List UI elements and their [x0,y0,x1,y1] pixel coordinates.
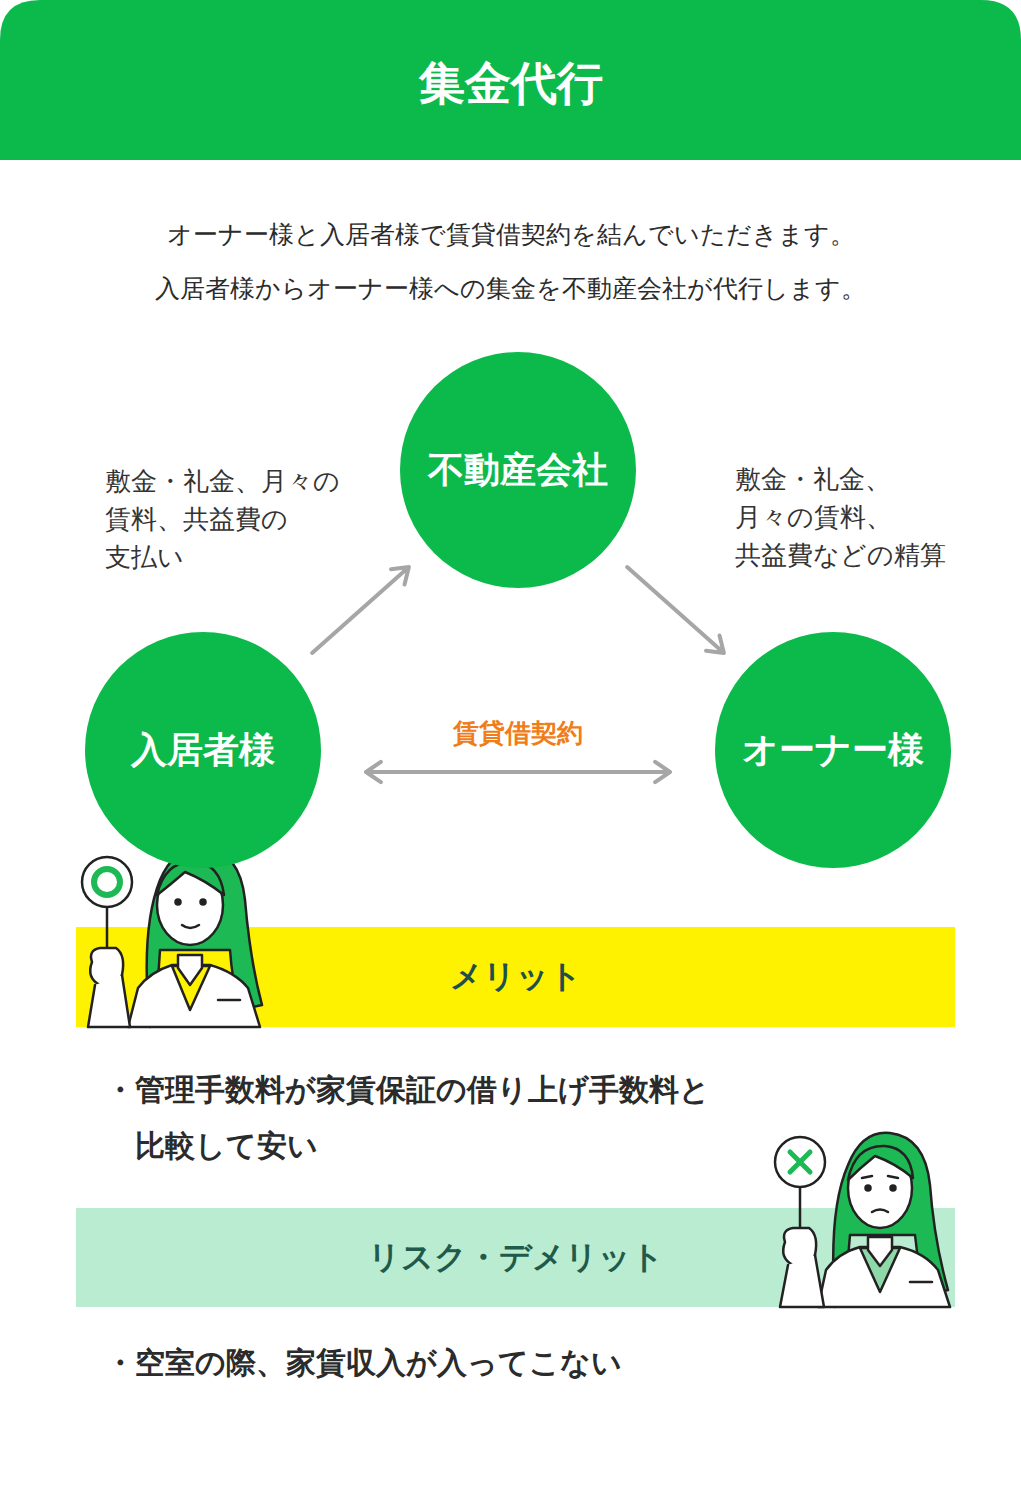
intro-text: 入居者様からオーナー様への集金を不動産会社が代行します。 [0,266,1021,312]
edge-label: 敷金・礼金、月々の 賃料、共益費の 支払い [105,462,357,576]
woman-ok-illustration [82,848,262,1027]
edge-label: 敷金・礼金、 月々の賃料、 共益費などの精算 [735,460,963,574]
intro-text: オーナー様と入居者様で賃貸借契約を結んでいただきます。 [0,212,1021,258]
band-node: メリット [76,927,955,1027]
risk-band-fill [76,1208,955,1307]
circle-node: オーナー様 [715,632,951,868]
circle-label: 入居者様 [131,726,275,775]
connector-arrow [312,567,409,653]
bullet-text: ・空室の際、家賃収入が入ってこない [105,1335,845,1391]
title-band [0,0,1021,160]
title-text: 集金代行 [0,48,1021,118]
circle-node: 不動産会社 [400,352,636,588]
bullet-text: ・管理手数料が家賃保証の借り上げ手数料と 比較して安い [105,1062,845,1174]
band-node: リスク・デメリット [76,1208,955,1307]
band-heading: メリット [450,955,582,999]
circle-label: オーナー様 [742,726,924,775]
woman-ng-illustration [775,1133,950,1307]
edge-label: 賃貸借契約 [449,714,587,752]
circle-node: 入居者様 [85,632,321,868]
band-heading: リスク・デメリット [368,1236,664,1280]
connector-arrow [627,567,724,653]
circle-label: 不動産会社 [428,446,608,495]
connector-arrow [366,762,670,782]
